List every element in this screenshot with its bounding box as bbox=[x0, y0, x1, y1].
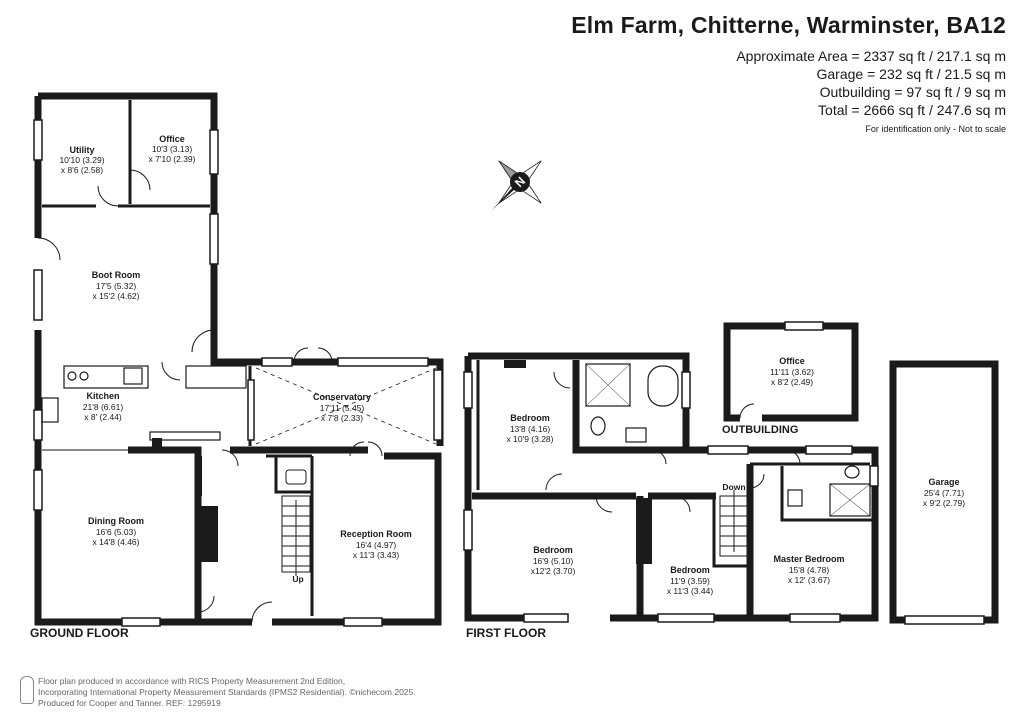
room-name: Office bbox=[159, 134, 185, 144]
footer-line-3: Produced for Cooper and Tanner. REF: 129… bbox=[38, 698, 221, 708]
room-reception-room: Reception Room 16'4 (4.97) x 11'3 (3.43) bbox=[340, 529, 412, 560]
room-name: Master Bedroom bbox=[773, 554, 844, 564]
ground-floor-label: GROUND FLOOR bbox=[30, 626, 129, 640]
room-master-bedroom: Master Bedroom 15'8 (4.78) x 12' (3.67) bbox=[773, 554, 844, 585]
room-dim: x 8'6 (2.58) bbox=[61, 165, 103, 175]
room-bedroom-small: Bedroom 11'9 (3.59) x 11'3 (3.44) bbox=[667, 565, 714, 596]
room-dim: x 15'2 (4.62) bbox=[93, 291, 140, 301]
room-bedroom-rear: Bedroom 13'8 (4.16) x 10'9 (3.28) bbox=[507, 413, 554, 444]
property-title: Elm Farm, Chitterne, Warminster, BA12 bbox=[571, 12, 1006, 38]
room-name: Dining Room bbox=[88, 516, 144, 526]
room-utility: Utility 10'10 (3.29) x 8'6 (2.58) bbox=[59, 145, 104, 175]
room-dim: 16'6 (5.03) bbox=[96, 527, 137, 537]
room-name: Bedroom bbox=[670, 565, 710, 575]
room-dim: 16'4 (4.97) bbox=[356, 540, 397, 550]
room-name: Garage bbox=[928, 477, 959, 487]
footer-line-1: Floor plan produced in accordance with R… bbox=[38, 676, 346, 686]
room-dim: 15'8 (4.78) bbox=[789, 565, 830, 575]
room-name: Office bbox=[779, 356, 805, 366]
room-name: Kitchen bbox=[86, 391, 119, 401]
footer-line-2: Incorporating International Property Mea… bbox=[38, 687, 416, 697]
room-dim: 11'9 (3.59) bbox=[670, 576, 710, 586]
room-name: Bedroom bbox=[510, 413, 550, 423]
room-dim: 17'5 (5.32) bbox=[96, 281, 137, 291]
room-dim: 10'10 (3.29) bbox=[59, 155, 104, 165]
area-outbuilding: Outbuilding = 97 sq ft / 9 sq m bbox=[819, 84, 1006, 100]
area-approximate: Approximate Area = 2337 sq ft / 217.1 sq… bbox=[736, 48, 1006, 64]
room-dim: x 10'9 (3.28) bbox=[507, 434, 554, 444]
first-floor-label: FIRST FLOOR bbox=[466, 626, 546, 640]
room-dim: x 8' (2.44) bbox=[84, 412, 122, 422]
room-office-outbuilding: Office 11'11 (3.62) x 8'2 (2.49) bbox=[770, 356, 814, 387]
room-name: Reception Room bbox=[340, 529, 412, 539]
room-dim: 25'4 (7.71) bbox=[924, 488, 965, 498]
room-dim: x 14'8 (4.46) bbox=[93, 537, 140, 547]
room-dim: x 7'8 (2.33) bbox=[321, 413, 363, 423]
room-dim: x 8'2 (2.49) bbox=[771, 377, 813, 387]
footer-logo-icon bbox=[20, 676, 34, 704]
room-garage: Garage 25'4 (7.71) x 9'2 (2.79) bbox=[923, 477, 965, 508]
garage-walls bbox=[889, 360, 999, 624]
room-boot-room: Boot Room 17'5 (5.32) x 15'2 (4.62) bbox=[92, 270, 141, 301]
room-dim: 21'8 (6.61) bbox=[83, 402, 124, 412]
room-conservatory: Conservatory 17'11 (5.45) x 7'8 (2.33) bbox=[313, 392, 371, 423]
room-dim: x 11'3 (3.44) bbox=[667, 586, 714, 596]
outbuilding-label: OUTBUILDING bbox=[722, 424, 798, 436]
stairs-up-label: Up bbox=[292, 574, 303, 584]
compass-icon: N bbox=[492, 160, 542, 210]
room-dim: 11'11 (3.62) bbox=[770, 367, 814, 377]
room-name: Boot Room bbox=[92, 270, 141, 280]
identification-note: For identification only - Not to scale bbox=[865, 124, 1006, 134]
area-total: Total = 2666 sq ft / 247.6 sq m bbox=[818, 102, 1006, 118]
room-name: Utility bbox=[69, 145, 94, 155]
room-dim: x 7'10 (2.39) bbox=[149, 154, 196, 164]
room-dim: 10'3 (3.13) bbox=[152, 144, 193, 154]
room-name: Bedroom bbox=[533, 545, 573, 555]
room-dim: x12'2 (3.70) bbox=[531, 566, 576, 576]
room-dim: x 11'3 (3.43) bbox=[353, 550, 400, 560]
room-dim: 17'11 (5.45) bbox=[320, 403, 365, 413]
room-dim: x 9'2 (2.79) bbox=[923, 498, 965, 508]
room-name: Conservatory bbox=[313, 392, 371, 402]
room-kitchen: Kitchen 21'8 (6.61) x 8' (2.44) bbox=[83, 391, 124, 422]
room-dim: 16'9 (5.10) bbox=[533, 556, 574, 566]
room-bedroom-front: Bedroom 16'9 (5.10) x12'2 (3.70) bbox=[531, 545, 576, 576]
room-office-ground: Office 10'3 (3.13) x 7'10 (2.39) bbox=[149, 134, 196, 164]
room-dim: x 12' (3.67) bbox=[788, 575, 830, 585]
area-garage: Garage = 232 sq ft / 21.5 sq m bbox=[816, 66, 1007, 82]
room-dining-room: Dining Room 16'6 (5.03) x 14'8 (4.46) bbox=[88, 516, 144, 547]
stairs-down-label: Down bbox=[722, 482, 745, 492]
room-dim: 13'8 (4.16) bbox=[510, 424, 551, 434]
